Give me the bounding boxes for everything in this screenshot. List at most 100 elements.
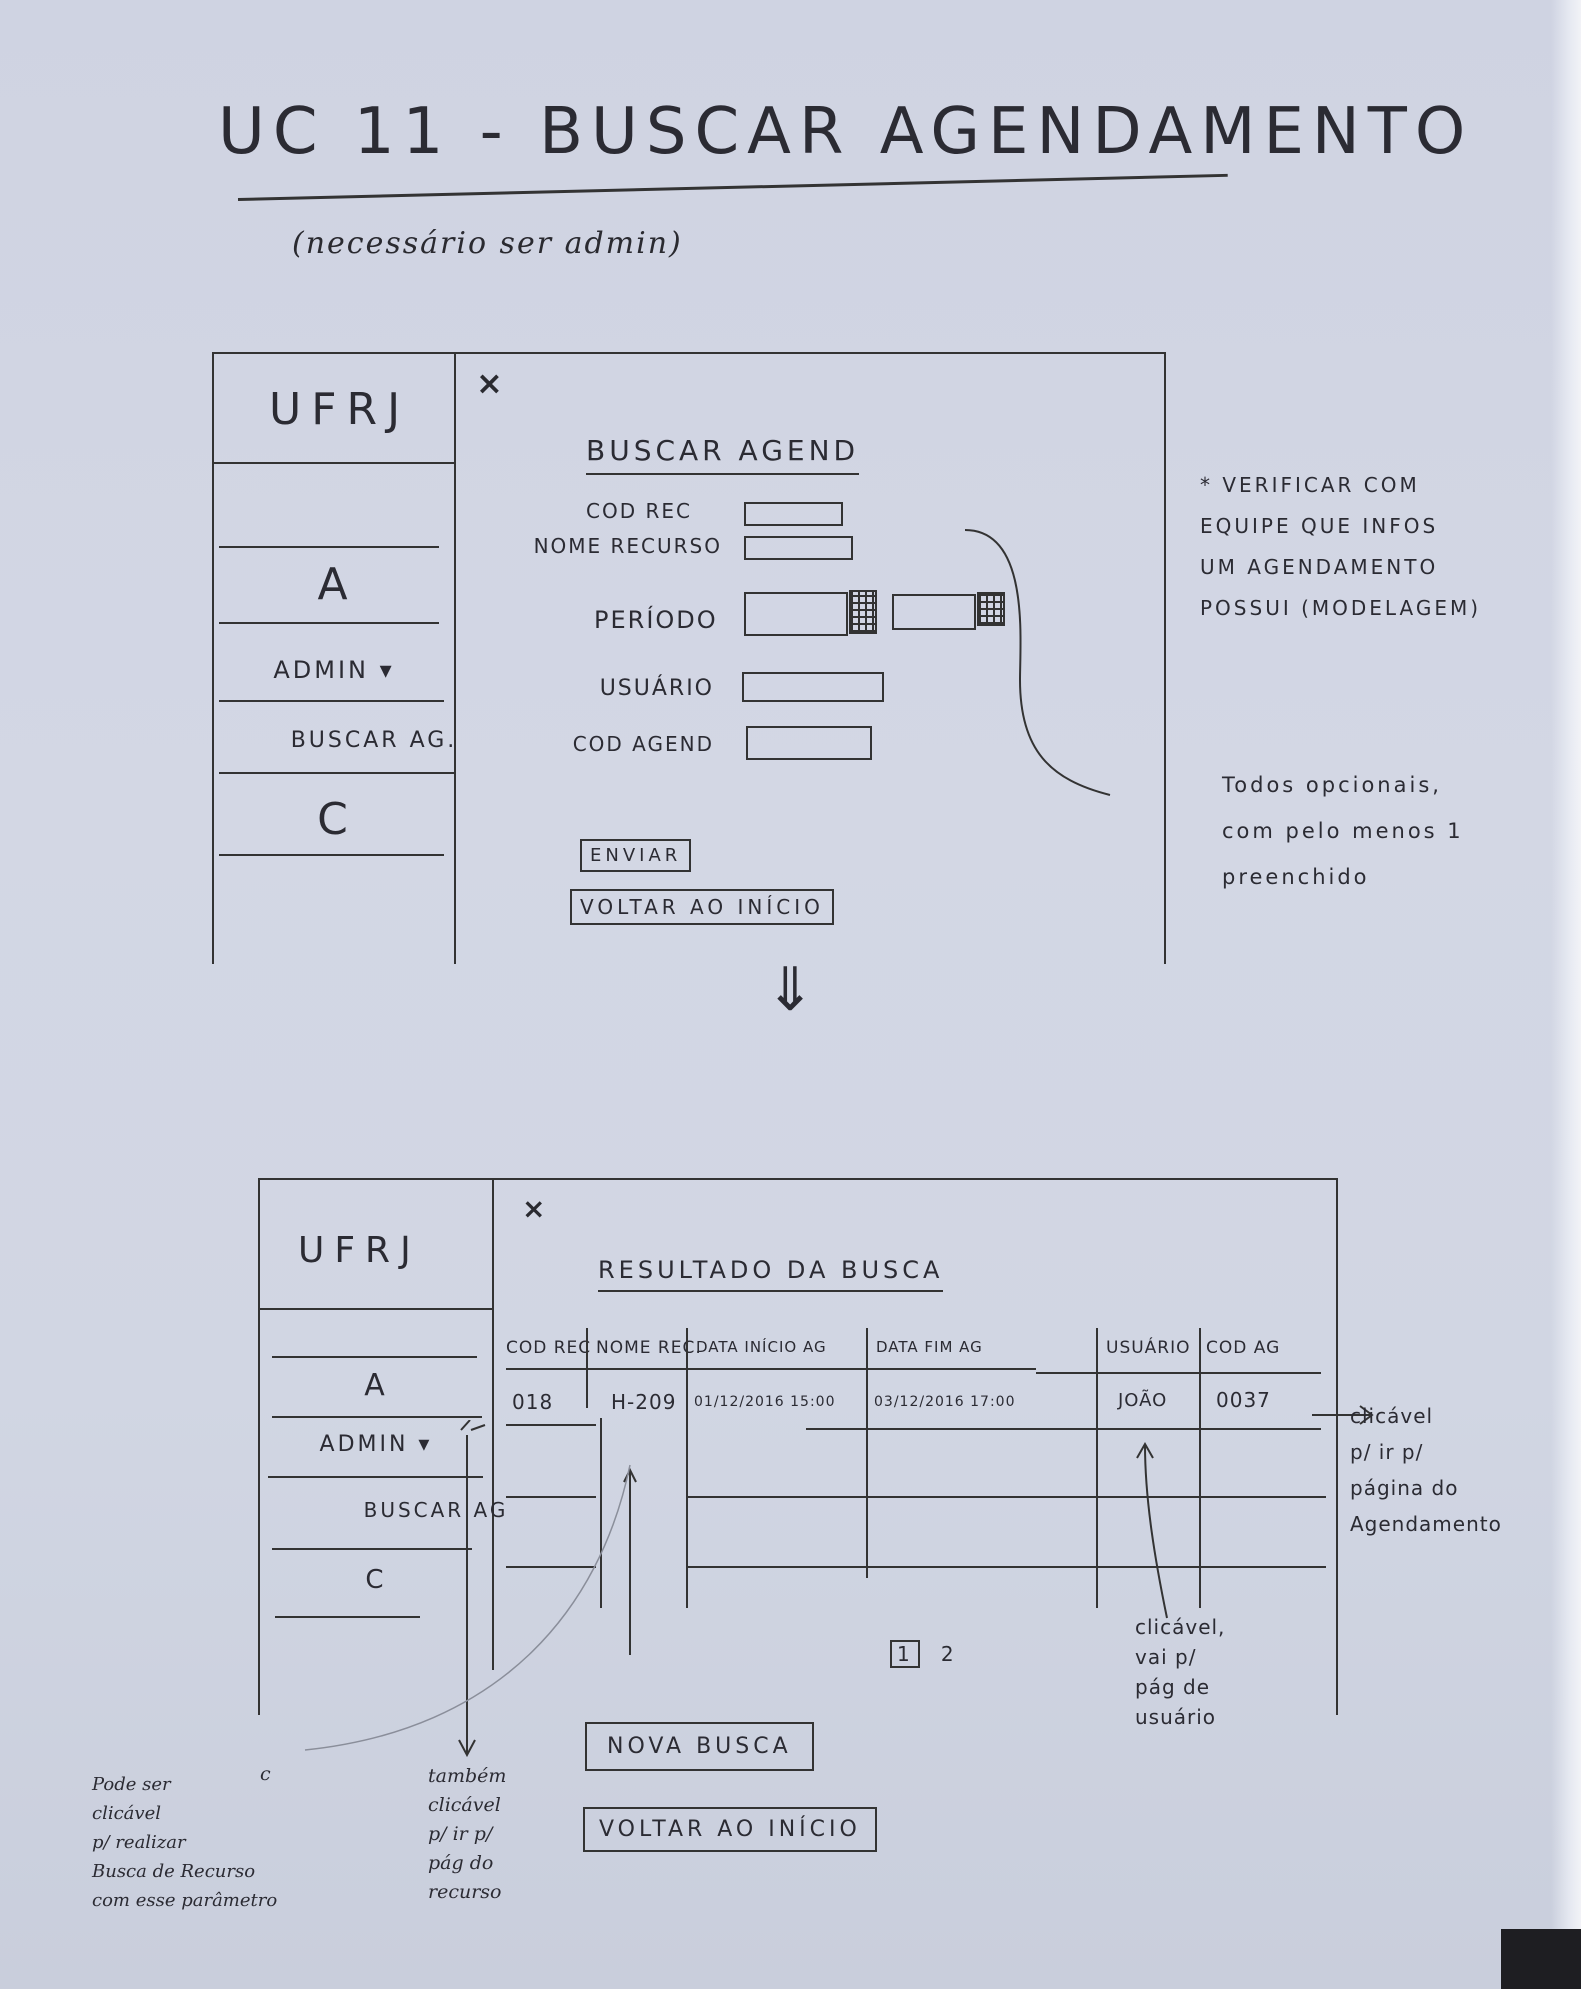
note-line: com pelo menos 1 (1222, 819, 1464, 843)
note-line: também (428, 1765, 507, 1787)
curve-connector (304, 1464, 631, 1751)
arrow-down-icon: ⇓ (765, 955, 819, 1025)
arrow-up-icon (623, 1467, 637, 1655)
divider (219, 854, 444, 856)
label-cod-rec: COD REC (586, 499, 692, 523)
note-line: POSSUI (MODELAGEM) (1200, 596, 1482, 620)
divider (272, 1356, 477, 1358)
stray-mark: c (260, 1763, 274, 1785)
voltar-ao-inicio-button[interactable]: VOLTAR AO INÍCIO (570, 889, 834, 925)
sidebar-item-admin[interactable]: ADMIN ▾ (273, 656, 395, 684)
row-divider (506, 1424, 596, 1426)
note-line: preenchido (1222, 865, 1370, 889)
nova-busca-button[interactable]: NOVA BUSCA (585, 1722, 814, 1771)
row-divider (506, 1566, 596, 1568)
note-line: com esse parâmetro (92, 1890, 278, 1911)
sidebar-logo: UFRJ (269, 384, 411, 435)
pagination: 1 2 (890, 1640, 957, 1668)
usuario-input[interactable] (742, 672, 884, 702)
results-table: COD REC NOME REC. DATA INÍCIO AG DATA FI… (506, 1328, 1326, 1618)
note-line: vai p/ (1135, 1645, 1197, 1669)
row-divider (686, 1496, 1326, 1498)
table-header-divider (506, 1368, 1036, 1370)
title-underline (237, 173, 1228, 201)
paper-edge (1551, 0, 1581, 1989)
divider (275, 1616, 420, 1618)
calendar-icon[interactable] (849, 590, 877, 634)
search-screen-frame: UFRJ A ADMIN ▾ BUSCAR AG. C × BUSCAR AGE… (212, 352, 1166, 964)
divider (219, 772, 454, 774)
column-header: COD REC (506, 1338, 592, 1358)
close-icon[interactable]: × (522, 1192, 546, 1225)
col-divider (686, 1328, 688, 1608)
note-line: p/ realizar (92, 1832, 186, 1853)
column-header: USUÁRIO (1106, 1338, 1191, 1358)
note-line: clicável (92, 1803, 161, 1824)
divider (219, 622, 439, 624)
nome-recurso-input[interactable] (744, 536, 853, 560)
cell-data-inicio: 01/12/2016 15:00 (694, 1394, 836, 1410)
periodo-start-input[interactable] (744, 592, 848, 636)
note-line: p/ ir p/ (428, 1823, 493, 1845)
col-divider (586, 1328, 588, 1408)
note-line: página do (1350, 1476, 1459, 1500)
note-line: recurso (428, 1881, 502, 1903)
periodo-end-input[interactable] (892, 594, 976, 630)
cell-nome-rec[interactable]: H-209 (611, 1390, 677, 1414)
note-verificar: * VERIFICAR COM EQUIPE QUE INFOS UM AGEN… (1200, 465, 1481, 629)
page-2-link[interactable]: 2 (940, 1642, 957, 1666)
sidebar-item-c[interactable]: C (317, 794, 351, 845)
cell-cod-rec[interactable]: 018 (512, 1390, 554, 1414)
cell-usuario[interactable]: JOÃO (1118, 1390, 1168, 1411)
divider (272, 1416, 482, 1418)
result-panel-title: RESULTADO DA BUSCA (598, 1256, 944, 1292)
sidebar-item-admin[interactable]: ADMIN ▾ (319, 1432, 433, 1457)
note-line: Pode ser (92, 1774, 171, 1795)
search-panel-title: BUSCAR AGEND (586, 434, 860, 475)
sidebar-logo: UFRJ (298, 1230, 421, 1271)
sidebar-item-c[interactable]: C (365, 1565, 387, 1595)
note-opcionais: Todos opcionais, com pelo menos 1 preenc… (1222, 762, 1464, 900)
note-busca-recurso: Pode ser clicável p/ realizar Busca de R… (92, 1770, 277, 1915)
calendar-icon[interactable] (977, 592, 1005, 626)
note-line: usuário (1135, 1705, 1217, 1729)
divider (219, 700, 444, 702)
note-line: Agendamento (1350, 1512, 1502, 1536)
sidebar-item-buscar-ag[interactable]: BUSCAR AG (363, 1498, 509, 1522)
enviar-button[interactable]: ENVIAR (580, 839, 692, 872)
col-divider (600, 1418, 602, 1608)
divider (272, 1548, 472, 1550)
voltar-ao-inicio-button[interactable]: VOLTAR AO INÍCIO (583, 1807, 877, 1852)
label-periodo: PERÍODO (594, 606, 718, 634)
note-line: * VERIFICAR COM (1200, 473, 1420, 497)
note-line: Busca de Recurso (92, 1861, 256, 1882)
note-line: Todos opcionais, (1222, 773, 1442, 797)
label-cod-agend: COD AGEND (572, 732, 714, 756)
cod-rec-input[interactable] (744, 502, 843, 526)
divider (219, 546, 439, 548)
note-link-recurso: também clicável p/ ir p/ pág do recurso (428, 1762, 506, 1907)
sidebar-item-buscar-ag[interactable]: BUSCAR AG. (290, 728, 458, 753)
row-divider (806, 1428, 1321, 1430)
cell-cod-ag[interactable]: 0037 (1216, 1388, 1271, 1412)
search-sidebar: UFRJ A ADMIN ▾ BUSCAR AG. C (214, 354, 456, 964)
cod-agend-input[interactable] (746, 726, 872, 760)
divider (214, 462, 454, 464)
sidebar-item-a[interactable]: A (317, 559, 351, 610)
note-line: clicável (428, 1794, 501, 1816)
col-divider (1199, 1328, 1201, 1608)
col-divider (1096, 1328, 1098, 1608)
note-line: pág do (428, 1852, 494, 1874)
page-1-link[interactable]: 1 (890, 1640, 920, 1668)
arrow-up-icon (1136, 1441, 1168, 1619)
close-icon[interactable]: × (476, 364, 503, 402)
arrow-right-icon (1312, 1405, 1374, 1425)
column-header: COD AG (1206, 1338, 1281, 1358)
result-sidebar: UFRJ A ADMIN ▾ BUSCAR AG C (260, 1180, 505, 1670)
result-screen-frame: UFRJ A ADMIN ▾ BUSCAR AG C × RESULTADO D… (258, 1178, 1338, 1715)
cell-data-fim: 03/12/2016 17:00 (874, 1394, 1016, 1410)
note-line: UM AGENDAMENTO (1200, 555, 1439, 579)
sidebar-item-a[interactable]: A (364, 1368, 388, 1403)
paper-corner-shadow (1501, 1929, 1581, 1989)
note-line: p/ ir p/ (1350, 1440, 1424, 1464)
